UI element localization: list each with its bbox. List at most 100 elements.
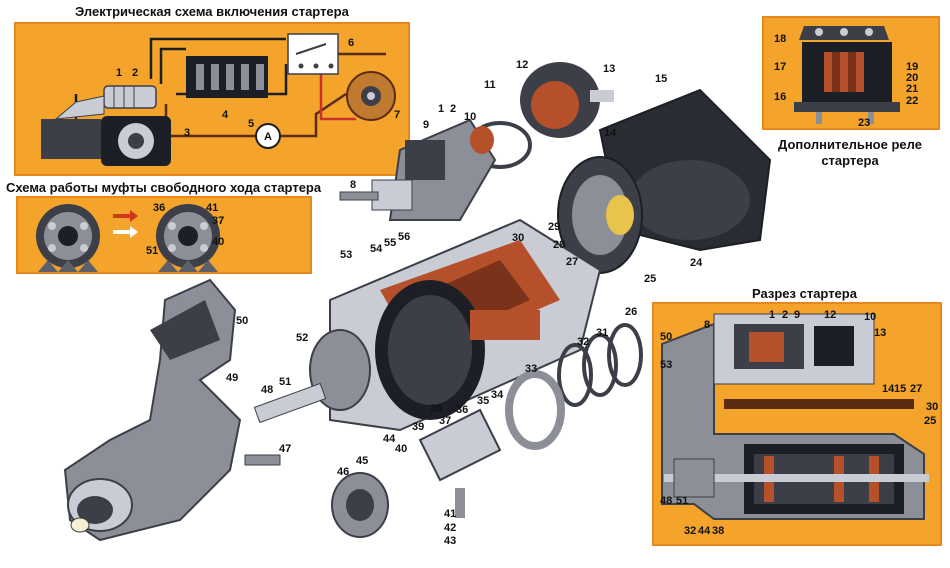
clutch-diagram: 36 41 37 51 40 — [36, 202, 224, 272]
callout-relay-20: 20 — [906, 72, 918, 84]
callout-exploded-36: 36 — [456, 404, 468, 416]
callout-section-13: 13 — [874, 327, 886, 339]
callout-circuit-5: 5 — [248, 118, 254, 130]
callout-exploded-45: 45 — [356, 455, 368, 467]
callout-section-32: 32 — [684, 525, 696, 537]
callout-exploded-38: 38 — [430, 403, 442, 415]
callout-relay-23: 23 — [858, 117, 870, 128]
callout-exploded-30: 30 — [512, 232, 524, 244]
callout-exploded-51: 51 — [279, 376, 291, 388]
callout-exploded-33: 33 — [525, 363, 537, 375]
callout-exploded-2: 2 — [450, 103, 456, 115]
traction-relay-shape — [54, 85, 157, 120]
callout-exploded-37: 37 — [439, 415, 451, 427]
callout-exploded-52: 52 — [296, 332, 308, 344]
callout-section-51: 51 — [676, 495, 688, 507]
circuit-panel: A 1 2 3 4 5 6 7 — [14, 22, 410, 176]
callout-section-53: 53 — [660, 359, 672, 371]
callout-exploded-8: 8 — [350, 179, 356, 191]
callout-exploded-1: 1 — [438, 103, 444, 115]
callout-clutch-40: 40 — [212, 236, 224, 248]
callout-section-1: 1 — [769, 309, 775, 321]
callout-clutch-37: 37 — [212, 215, 224, 227]
pinion-shape — [253, 329, 371, 424]
callout-exploded-44: 44 — [383, 433, 396, 445]
callout-exploded-29: 29 — [548, 221, 560, 233]
callout-clutch-51: 51 — [146, 245, 158, 257]
solenoid-cap-shape — [520, 62, 614, 138]
callout-section-48: 48 — [660, 495, 672, 507]
callout-clutch-41: 41 — [206, 202, 218, 214]
spring-rings-shape — [505, 323, 643, 450]
callout-circuit-7: 7 — [394, 109, 400, 121]
callout-exploded-13: 13 — [603, 63, 615, 75]
ignition-switch-shape — [287, 33, 339, 75]
clutch-diagram-title: Схема работы муфты свободного хода старт… — [6, 180, 322, 195]
bolt-shape — [339, 191, 379, 201]
drive-housing-shape — [63, 278, 242, 542]
callout-exploded-54: 54 — [370, 243, 383, 255]
callout-exploded-25: 25 — [644, 273, 656, 285]
callout-section-15: 15 — [894, 383, 906, 395]
callout-exploded-53: 53 — [340, 249, 352, 261]
callout-section-8: 8 — [704, 319, 710, 331]
callout-exploded-9: 9 — [423, 119, 429, 131]
callout-section-14: 14 — [882, 383, 895, 395]
callout-exploded-32: 32 — [577, 336, 589, 348]
callout-relay-16: 16 — [774, 91, 786, 103]
callout-relay-19: 19 — [906, 61, 918, 73]
callout-exploded-55: 55 — [384, 237, 396, 249]
callout-clutch-36: 36 — [153, 202, 165, 214]
callout-exploded-34: 34 — [491, 389, 504, 401]
circuit-diagram: A 1 2 3 4 5 6 7 — [41, 33, 400, 166]
callout-exploded-47: 47 — [279, 443, 291, 455]
callout-exploded-48: 48 — [261, 384, 273, 396]
clutch-arrows — [113, 210, 138, 238]
callout-exploded-11: 11 — [484, 79, 496, 91]
callout-circuit-3: 3 — [184, 127, 190, 139]
starter-motor-shape — [41, 116, 171, 166]
battery-shape — [186, 56, 268, 98]
clutch-gear-teeth — [38, 260, 218, 272]
clutch-parts-shape — [331, 408, 502, 538]
callout-relay-18: 18 — [774, 33, 786, 45]
ammeter-symbol: A — [264, 131, 272, 143]
callout-exploded-24: 24 — [690, 257, 703, 269]
callout-section-2: 2 — [782, 309, 788, 321]
callout-exploded-31: 31 — [596, 327, 608, 339]
callout-circuit-2: 2 — [132, 67, 138, 79]
ammeter-shape: A — [255, 123, 281, 149]
relay-diagram: 18 19 17 20 21 16 22 23 — [774, 26, 918, 129]
callout-relay-22: 22 — [906, 95, 918, 107]
callout-exploded-50: 50 — [236, 315, 248, 327]
circuit-diagram-title: Электрическая схема включения стартера — [75, 4, 349, 19]
relay-panel: 18 19 17 20 21 16 22 23 — [762, 16, 940, 130]
callout-exploded-46: 46 — [337, 466, 349, 478]
callout-section-38: 38 — [712, 525, 724, 537]
solenoid-shape — [371, 118, 497, 221]
callout-exploded-49: 49 — [226, 372, 238, 384]
callout-exploded-35: 35 — [477, 395, 489, 407]
callout-section-44: 44 — [698, 525, 711, 537]
brush-holder-shape — [557, 156, 643, 274]
callout-relay-21: 21 — [906, 83, 918, 95]
relay-body-shape — [794, 26, 900, 124]
section-panel: 1 2 9 12 10 8 13 50 53 14 15 27 30 25 48… — [652, 302, 942, 546]
callout-section-30: 30 — [926, 401, 938, 413]
callout-section-9: 9 — [794, 309, 800, 321]
callout-exploded-28: 28 — [553, 239, 565, 251]
callout-exploded-41: 41 — [444, 508, 456, 520]
callout-exploded-42: 42 — [444, 522, 456, 534]
callout-section-10: 10 — [864, 311, 876, 323]
clutch-panel: 36 41 37 51 40 — [16, 196, 312, 274]
callout-circuit-6: 6 — [348, 37, 354, 49]
relay-caption: Дополнительное реле стартера — [778, 137, 922, 168]
callout-section-50: 50 — [660, 331, 672, 343]
callout-relay-17: 17 — [774, 61, 786, 73]
clutch-left-shape — [36, 204, 100, 268]
callout-circuit-1: 1 — [116, 67, 122, 79]
callout-exploded-43: 43 — [444, 535, 456, 547]
callout-exploded-27: 27 — [566, 256, 578, 268]
section-housing-shape — [661, 313, 929, 520]
